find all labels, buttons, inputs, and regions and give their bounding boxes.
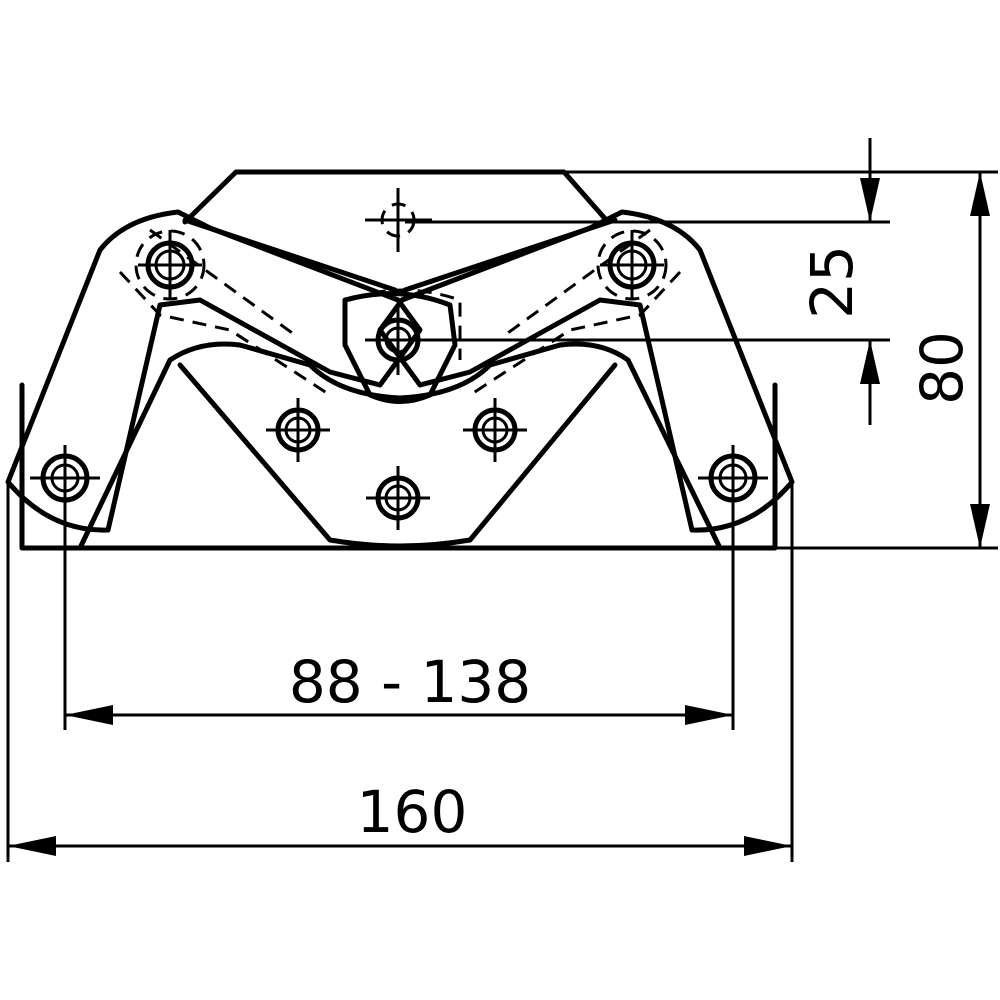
extension-lines — [6, 170, 998, 862]
center-boss — [342, 288, 462, 404]
dimension-25: 25 — [798, 138, 880, 425]
hole-mid-left — [266, 398, 330, 462]
hole-mid-right — [463, 398, 527, 462]
dimension-25-label: 25 — [798, 245, 866, 319]
hole-upper-left — [134, 229, 206, 301]
dimension-80-label: 80 — [908, 331, 976, 405]
hole-lower-center — [366, 466, 430, 530]
dimension-80: 80 — [908, 172, 990, 548]
hole-upper-right — [596, 229, 668, 301]
clamp-body — [19, 169, 778, 551]
dimension-160-label: 160 — [357, 778, 468, 846]
right-arm — [377, 209, 795, 533]
hole-top-center — [365, 188, 432, 252]
left-arm — [5, 209, 423, 533]
dimension-160: 160 — [8, 778, 792, 856]
dimension-88-138: 88 - 138 — [65, 648, 733, 725]
dimension-88-138-label: 88 - 138 — [289, 648, 531, 716]
